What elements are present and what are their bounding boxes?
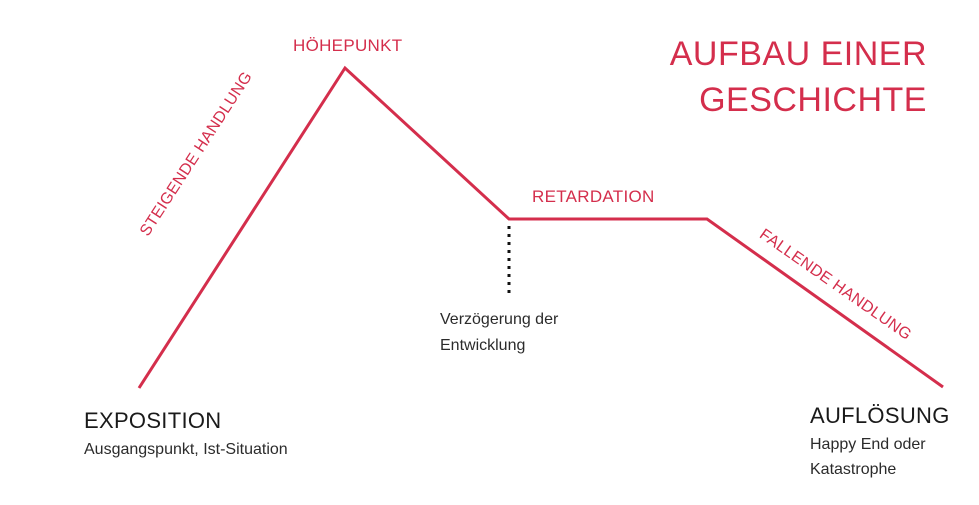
delay-note-line-1: Verzögerung der [440, 311, 559, 328]
resolution-description-line-2: Katastrophe [810, 461, 897, 478]
retardation-label: RETARDATION [532, 187, 655, 206]
title-line-1: AUFBAU EINER [669, 35, 927, 73]
plot-arc-line [137, 65, 944, 389]
exposition-title: EXPOSITION [84, 408, 222, 433]
delay-note-line-2: Entwicklung [440, 337, 526, 354]
title-line-2: GESCHICHTE [699, 81, 927, 119]
resolution-title: AUFLÖSUNG [810, 403, 950, 428]
exposition-description: Ausgangspunkt, Ist-Situation [84, 441, 288, 458]
climax-label: HÖHEPUNKT [293, 36, 403, 55]
resolution-description-line-1: Happy End oder [810, 436, 926, 453]
